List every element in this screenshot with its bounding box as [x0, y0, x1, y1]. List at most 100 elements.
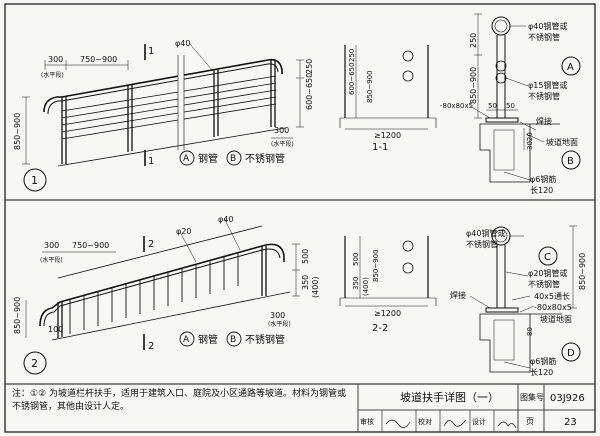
level-section-d: (水平段) — [268, 320, 291, 328]
legend-b2-circle — [226, 331, 242, 347]
detail-number-1-circle — [23, 168, 47, 192]
sheet-frame — [4, 3, 596, 433]
detail-a-circle — [561, 56, 581, 76]
dim-350-b: 350 — [352, 277, 360, 290]
weld-label-a: 焊接 — [536, 116, 552, 126]
dim-1200-b: ≥1200 — [374, 309, 401, 318]
legend-b-text: 不锈钢管 — [245, 152, 285, 165]
atlas-number: 03J926 — [550, 393, 585, 404]
legend-a-text: 钢管 — [198, 152, 218, 165]
legend-a2-text: 钢管 — [198, 333, 218, 346]
footer-note: 注：①② 为坡道栏杆扶手，适用于建筑入口、庭院及小区通路等坡道。材料为钢管或不锈… — [12, 389, 346, 412]
dim-300-d: 300 — [270, 311, 285, 320]
plate-label-b: -80x80x5 — [534, 303, 572, 312]
legend-b2-text: 不锈钢管 — [245, 333, 285, 346]
dim-50-a: 50 — [488, 102, 497, 110]
dim-3020: 3020 — [526, 132, 534, 150]
railing-elevation-1 — [22, 43, 304, 167]
detail-a-letter: A — [567, 62, 574, 73]
dim-300-c: 300 — [44, 241, 59, 250]
legend-a2-letter: A — [183, 335, 190, 345]
design-label: 设计 — [472, 417, 486, 426]
dim-1200-a: ≥1200 — [374, 131, 401, 140]
detail-number-2-circle — [23, 351, 47, 375]
dim-600-650-b: 600~650 — [348, 62, 356, 95]
plate-label-a: -80x80x5 — [440, 102, 473, 110]
note-phi40-2b: 不锈钢管 — [466, 239, 498, 249]
detail-c-letter: C — [544, 252, 551, 263]
level-section-c: (水平段) — [40, 256, 63, 264]
section-label-2-2: 2-2 — [372, 323, 388, 334]
dim-750-900-a: 750~900 — [80, 55, 117, 64]
page-number: 23 — [564, 417, 577, 428]
detail-b-letter: B — [567, 156, 574, 167]
note-phi40-1b: φ40钢管或 — [466, 228, 505, 238]
dim-500-a: 500 — [301, 249, 310, 264]
dim-750-900-b: 750~900 — [72, 241, 109, 250]
dim-600-650-a: 600~650 — [305, 73, 314, 110]
dim-250-c: 250 — [469, 33, 478, 48]
dim-250-b: 250 — [348, 49, 356, 62]
detail-a-b — [469, 13, 560, 183]
check-label: 校对 — [418, 417, 432, 426]
rebar-1a: φ6钢筋 — [530, 174, 556, 184]
legend-a-letter: A — [183, 154, 190, 164]
legend-b2-letter: B — [230, 335, 236, 345]
detail-d-letter: D — [567, 348, 575, 359]
detail-d-circle — [561, 342, 581, 362]
detail-c-circle — [538, 246, 558, 266]
dim-80: 80 — [526, 327, 534, 336]
level-section-b: (水平段) — [271, 140, 294, 148]
dim-850-900-a: 850~900 — [13, 113, 22, 150]
railing-elevation-2 — [25, 217, 300, 350]
dim-850-900-f: 850~900 — [578, 253, 587, 290]
weld-label-b: 焊接 — [450, 290, 466, 300]
title-block — [357, 384, 595, 432]
legend-b-circle — [226, 150, 242, 166]
section-2-2 — [339, 236, 437, 307]
rebar-1b: φ6钢筋 — [530, 356, 556, 366]
dim-50-b: 50 — [506, 102, 515, 110]
dim-850-900-b: 850~900 — [366, 70, 374, 103]
dim-850-900-e: 850~900 — [372, 249, 380, 282]
review-label: 审核 — [360, 417, 374, 426]
atlas-label: 图集号 — [520, 392, 544, 402]
dim-400-b: (400) — [362, 277, 370, 296]
ramp-ground-b: 坡道地面 — [540, 314, 572, 324]
rebar-2a: 长120 — [530, 185, 553, 195]
note-phi20-1: φ20钢管或 — [528, 268, 567, 278]
dim-300-a: 300 — [48, 55, 63, 64]
detail-b-circle — [561, 150, 581, 170]
dim-350-a: 350 — [301, 275, 310, 290]
ramp-ground-a: 坡道地面 — [546, 137, 578, 147]
legend-b-letter: B — [230, 154, 236, 164]
section-1-1 — [339, 45, 437, 130]
note-phi40-2a: 不锈钢管 — [528, 32, 560, 42]
rebar-2b: 长120 — [530, 367, 553, 377]
note-phi40-1a: φ40钢管或 — [528, 21, 567, 31]
phi40-label-a: φ40 — [175, 39, 190, 48]
phi40-label-b: φ40 — [218, 215, 233, 224]
detail-number-1: 1 — [31, 174, 38, 187]
phi20-label: φ20 — [176, 227, 191, 236]
plate-40x5: 40x5通长 — [534, 291, 570, 301]
note-phi20-2: 不锈钢管 — [528, 279, 560, 289]
section-mark-1-top: 1 — [148, 46, 154, 57]
detail-c-d — [469, 225, 577, 373]
section-mark-2-top: 2 — [148, 239, 154, 250]
dim-250-a: 250 — [305, 59, 314, 74]
page-label: 页 — [526, 417, 534, 426]
legend-a-circle — [179, 150, 195, 166]
note-phi15-2: 不锈钢管 — [528, 91, 560, 101]
level-section-a: (水平段) — [41, 71, 64, 79]
section-label-1-1: 1-1 — [372, 142, 388, 153]
section-mark-2-bottom: 2 — [148, 341, 154, 352]
detail-number-2: 2 — [31, 357, 38, 370]
drawing-title: 坡道扶手详图（一） — [400, 390, 499, 404]
dim-300-b: 300 — [274, 126, 289, 135]
dim-500-b: 500 — [352, 253, 360, 266]
note-phi15-1: φ15钢管或 — [528, 80, 567, 90]
legend-a2-circle — [179, 331, 195, 347]
